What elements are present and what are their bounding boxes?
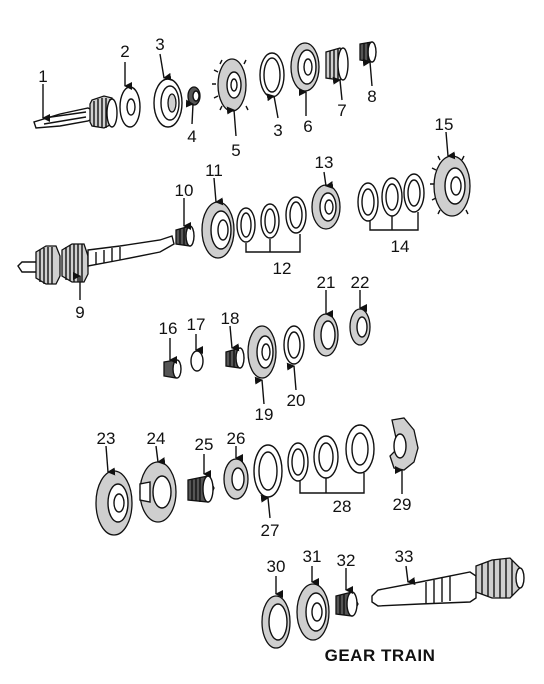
callout-26: 26 <box>227 429 246 448</box>
part-11-gear <box>201 201 235 259</box>
callout-3-second: 3 <box>273 121 282 140</box>
callout-16: 16 <box>159 319 178 338</box>
part-22-gear <box>349 308 371 346</box>
callout-17: 17 <box>187 315 206 334</box>
part-30-ring <box>261 595 291 649</box>
callout-11: 11 <box>205 161 223 180</box>
callout-23: 23 <box>97 429 116 448</box>
part-14-synchro-rings <box>357 173 425 231</box>
callout-22: 22 <box>351 273 370 292</box>
callout-24: 24 <box>147 429 166 448</box>
callout-29: 29 <box>393 495 412 514</box>
callout-5: 5 <box>231 141 240 160</box>
part-33-output-shaft <box>371 557 525 607</box>
callout-27: 27 <box>261 521 280 540</box>
part-3-bearing <box>153 78 183 128</box>
callout-13: 13 <box>315 153 334 172</box>
part-23-gear <box>95 470 133 536</box>
part-20-ring <box>283 325 305 365</box>
callout-6: 6 <box>303 117 312 136</box>
part-12-synchro-rings <box>236 196 307 253</box>
part-19-gear <box>247 325 277 379</box>
callout-14: 14 <box>391 237 410 256</box>
callout-8: 8 <box>367 87 376 106</box>
callout-25: 25 <box>195 435 214 454</box>
part-9-mainshaft <box>17 235 175 285</box>
part-32-bearing <box>335 591 359 617</box>
part-24-gear <box>139 461 177 523</box>
callout-1: 1 <box>38 67 47 86</box>
part-28-synchro-rings <box>287 424 375 494</box>
part-31-gear <box>296 583 330 641</box>
callout-12: 12 <box>273 259 292 278</box>
part-27-ring <box>253 444 283 498</box>
part-21-gear <box>313 313 339 357</box>
part-17-snap-ring <box>190 350 204 372</box>
part-7-bearing <box>325 47 349 81</box>
part-15-large-gear <box>430 155 471 217</box>
callout-4: 4 <box>187 127 196 146</box>
callout-30: 30 <box>267 557 286 576</box>
callout-7: 7 <box>337 101 346 120</box>
part-13-gear <box>311 184 341 230</box>
part-6-gear <box>290 42 320 92</box>
callout-32: 32 <box>337 551 356 570</box>
callout-20: 20 <box>287 391 306 410</box>
part-10-needle-bearing <box>175 225 195 247</box>
callout-15: 15 <box>435 115 454 134</box>
part-26-gear <box>223 458 249 500</box>
callout-9: 9 <box>75 303 84 322</box>
part-29-gear-segment <box>389 417 419 471</box>
part-4-needle-bearing <box>187 86 201 106</box>
part-1-input-shaft <box>33 95 118 129</box>
diagram-caption: GEAR TRAIN <box>324 646 436 665</box>
part-2-washer <box>119 86 141 128</box>
callout-arrows <box>42 53 456 598</box>
callout-10: 10 <box>175 181 194 200</box>
part-18-bearing <box>225 347 245 369</box>
callout-labels: 1 2 3 4 5 3 6 7 8 9 10 11 12 13 14 15 16… <box>38 35 453 576</box>
callout-19: 19 <box>255 405 274 424</box>
callout-21: 21 <box>317 273 336 292</box>
callout-2: 2 <box>120 42 129 61</box>
callout-28: 28 <box>333 497 352 516</box>
callout-33: 33 <box>395 547 414 566</box>
part-16-bearing <box>163 359 182 379</box>
part-25-bearing <box>187 475 215 503</box>
part-8-roller-bearing <box>359 41 377 63</box>
part-3-ring <box>259 52 285 98</box>
callout-31: 31 <box>303 547 322 566</box>
callout-18: 18 <box>221 309 240 328</box>
callout-3: 3 <box>155 35 164 54</box>
part-5-synchro-gear <box>212 58 249 112</box>
